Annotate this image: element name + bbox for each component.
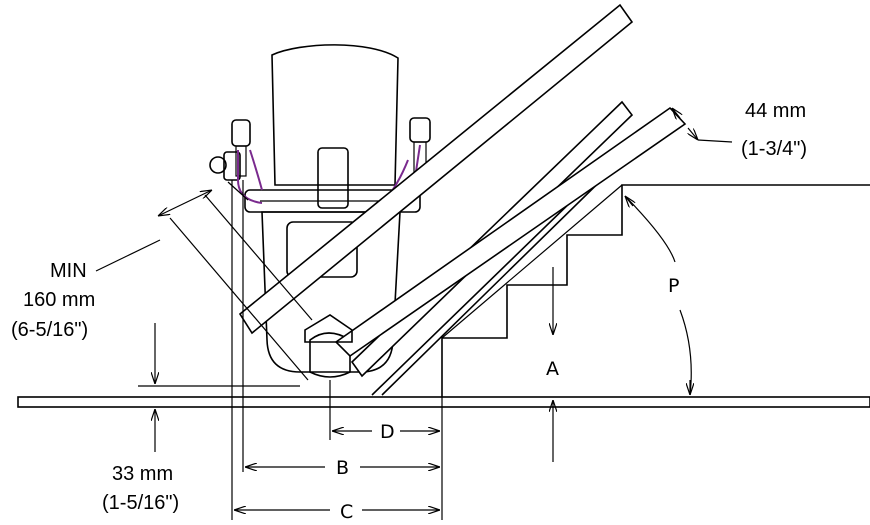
rail-thickness-mm-label: 44 mm (745, 100, 806, 122)
rail-thickness-in-label: (1-3/4") (741, 138, 807, 160)
min-in-label: (6-5/16") (11, 319, 88, 341)
seat-back-post (317, 147, 349, 209)
min-label: MIN (50, 260, 87, 282)
carriage (304, 314, 353, 343)
dim-a-label: A (546, 358, 559, 380)
staircase (441, 184, 870, 397)
seat-pad (286, 221, 358, 278)
dim-d-label: D (380, 421, 395, 443)
left-armrest-handle (231, 119, 251, 147)
angle-p (625, 196, 691, 396)
angle-p-label: P (668, 275, 679, 297)
floor (17, 396, 870, 408)
dimension-min (95, 190, 313, 381)
rail-right (334, 106, 687, 358)
dimension-floor-height (138, 323, 300, 452)
dim-b-label: B (336, 457, 349, 479)
rail-upper (238, 3, 634, 335)
floor-mm-label: 33 mm (112, 463, 173, 485)
dim-c-label: C (340, 501, 353, 523)
extension-lines (231, 180, 443, 520)
seat-back (271, 44, 399, 186)
right-armrest-handle (409, 117, 431, 143)
floor-in-label: (1-5/16") (102, 492, 179, 514)
dimension-rail-thickness (672, 108, 733, 143)
min-mm-label: 160 mm (23, 289, 95, 311)
